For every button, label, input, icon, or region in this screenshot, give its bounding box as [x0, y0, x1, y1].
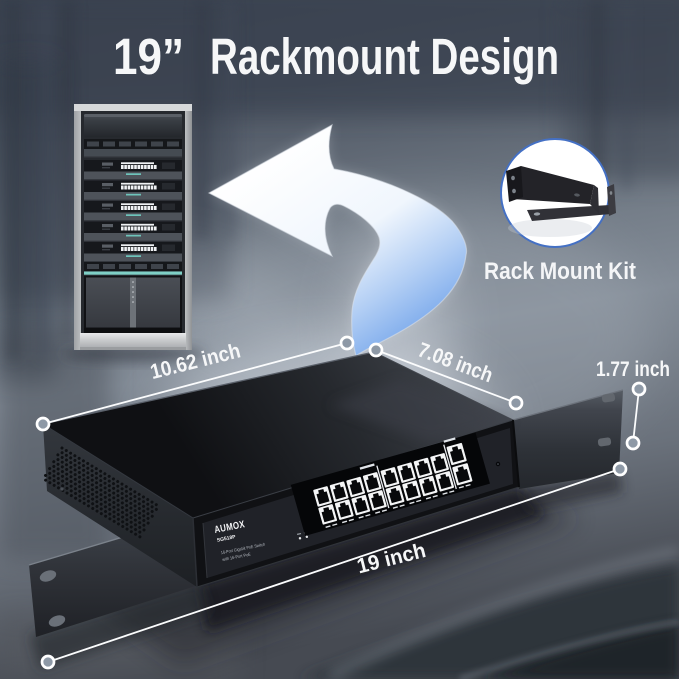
svg-text:Rack Mount Kit: Rack Mount Kit	[484, 258, 636, 285]
svg-text:SG518P: SG518P	[216, 534, 236, 544]
svg-text:1.77 inch: 1.77 inch	[596, 358, 670, 381]
svg-text:19”: 19”	[113, 28, 184, 85]
svg-text:Rackmount Design: Rackmount Design	[210, 28, 559, 85]
svg-text:with 16-Port PoE: with 16-Port PoE	[222, 552, 251, 562]
